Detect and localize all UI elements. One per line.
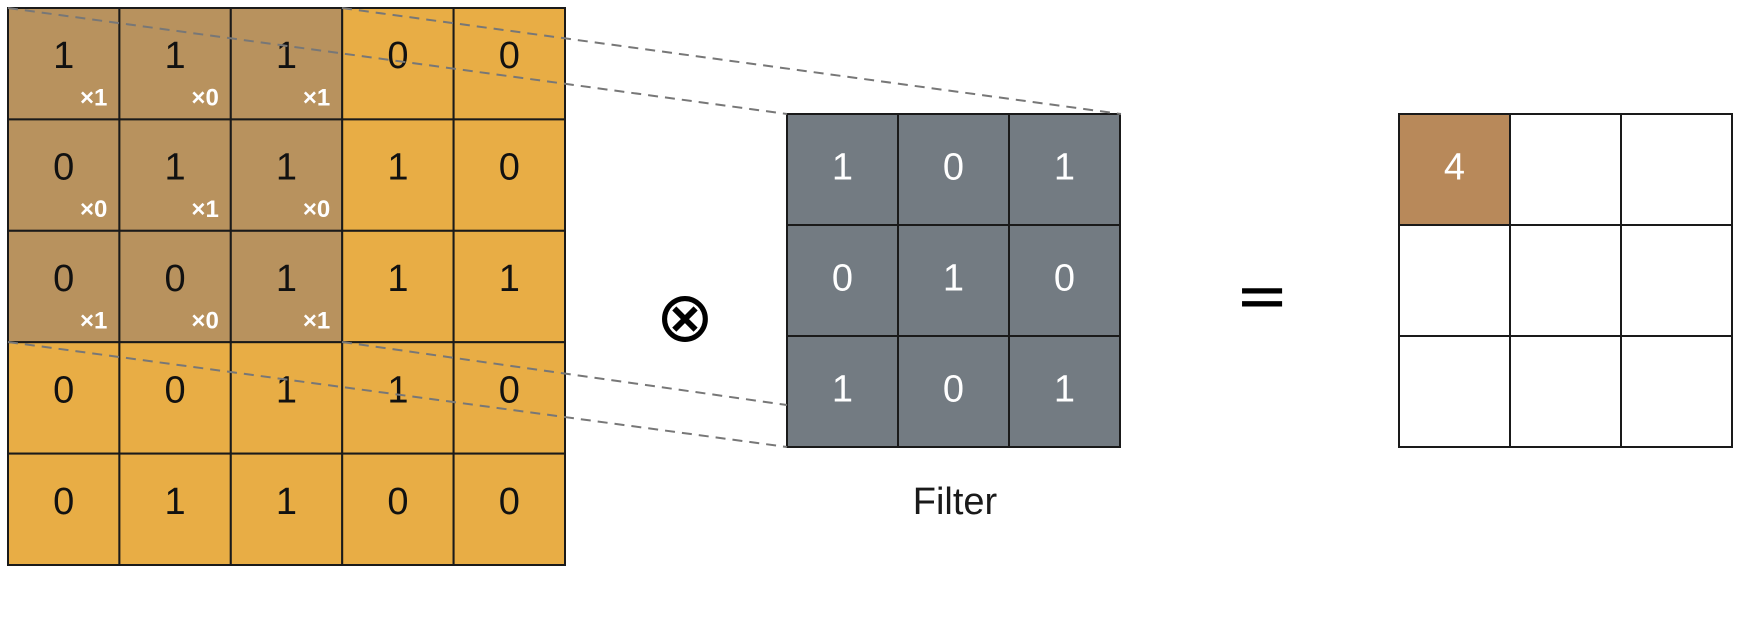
projection-line [7,7,788,115]
input-cell-value: 1 [53,35,74,77]
filter-cell-value: 1 [832,147,853,189]
filter-cell-value: 0 [943,369,964,411]
projection-lines [7,7,1122,448]
input-cell-value: 0 [53,147,74,189]
input-cell-value: 0 [53,481,74,523]
input-cell [452,341,567,455]
input-cell-value: 1 [276,258,297,300]
convolution-operator: ⊗ [656,276,715,358]
input-cell-value: 0 [165,369,186,411]
input-cell-value: 0 [499,147,520,189]
input-cell-value: 1 [387,147,408,189]
filter-matrix: 1 0 1 0 1 0 1 0 1 [786,113,1121,448]
filter-cell-value: 1 [1054,147,1075,189]
projection-line [341,341,788,406]
filter-cell [897,113,1010,226]
filter-cell [1008,224,1121,337]
input-cell-value: 0 [165,258,186,300]
input-cell [229,118,344,232]
filter-cell [786,224,899,337]
input-cell [229,452,344,567]
output-cell [1509,224,1622,337]
input-cell-value: 1 [276,147,297,189]
filter-cell-value: 0 [1054,258,1075,300]
output-cell [1620,224,1733,337]
output-matrix: 4 [1398,113,1733,448]
projection-line [7,341,788,448]
multiplier-label: ×1 [191,196,218,223]
input-cell [118,229,232,344]
output-cell [1398,224,1511,337]
output-cell [1509,335,1622,448]
input-cell-value: 1 [165,481,186,523]
output-cell [1620,113,1733,226]
input-cell-value: 0 [499,369,520,411]
input-cell [229,341,344,455]
input-cell [118,7,232,121]
input-cell [229,7,344,121]
input-cell-value: 0 [387,35,408,77]
multiplier-label: ×0 [80,196,107,223]
filter-cell-value: 1 [1054,369,1075,411]
output-cell [1509,113,1622,226]
output-cell [1398,335,1511,448]
input-cell [118,341,232,455]
input-cell-value: 0 [387,481,408,523]
input-cell [7,452,121,567]
input-cell-value: 1 [276,481,297,523]
multiplier-label: ×0 [191,85,218,112]
input-cell [7,118,121,232]
output-cell-value: 4 [1444,147,1465,189]
input-cell-value: 1 [387,258,408,300]
filter-label: Filter [913,481,998,523]
input-cell-value: 1 [276,369,297,411]
multiplier-label: ×1 [303,308,330,335]
input-cell-value: 0 [499,481,520,523]
input-cell-value: 1 [165,147,186,189]
input-cell-value: 1 [499,258,520,300]
multiplier-label: ×1 [303,85,330,112]
filter-cell-value: 0 [943,147,964,189]
multiplier-label: ×0 [191,308,218,335]
input-cell [341,341,455,455]
filter-cell-value: 1 [943,258,964,300]
input-cell [452,452,567,567]
projection-line [341,7,1122,115]
filter-cell [1008,113,1121,226]
multiplier-label: ×1 [80,308,107,335]
input-cell-value: 0 [53,258,74,300]
input-cell-value: 0 [53,369,74,411]
multiplier-label: ×0 [303,196,330,223]
filter-cell-value: 0 [832,258,853,300]
input-cell-value: 1 [276,35,297,77]
input-cell [341,229,455,344]
input-cell-value: 1 [387,369,408,411]
input-cell [7,7,121,121]
input-cell-value: 0 [499,35,520,77]
input-cell [7,341,121,455]
filter-cell-value: 1 [832,369,853,411]
input-cell [452,118,567,232]
input-cell [118,452,232,567]
filter-cell [1008,335,1121,448]
input-cell-value: 1 [165,35,186,77]
equals-operator: = [1235,260,1289,334]
multiplier-label: ×1 [80,85,107,112]
output-cell [1620,335,1733,448]
